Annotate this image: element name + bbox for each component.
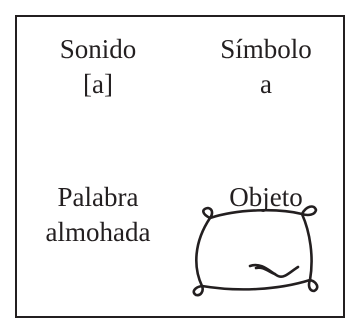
word-value: almohada [45,217,151,247]
sound-cell: Sonido [a] [23,32,173,102]
object-cell: Objeto [191,180,341,215]
object-label: Objeto [229,182,303,212]
sound-label: Sonido [59,34,137,64]
pillow-icon [192,205,319,297]
symbol-cell: Símbolo a [191,32,341,102]
word-cell: Palabra almohada [23,180,173,250]
symbol-value: a [260,69,272,99]
word-label: Palabra [57,182,139,212]
symbol-label: Símbolo [220,34,312,64]
sound-value: [a] [83,69,113,99]
phonics-card: Sonido [a] Símbolo a Palabra almohada Ob… [15,15,345,318]
